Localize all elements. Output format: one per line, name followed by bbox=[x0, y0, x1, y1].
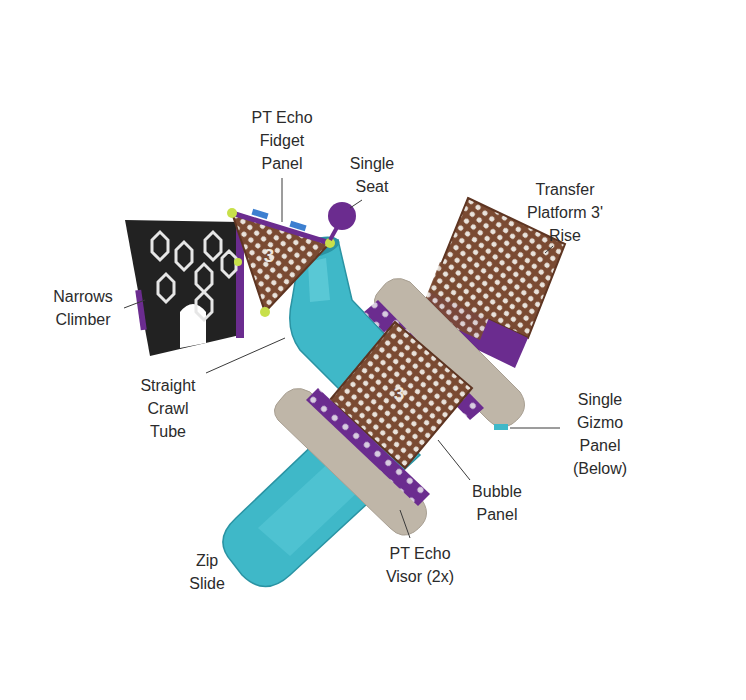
part-label: PT Echo Visor (2x) bbox=[378, 542, 462, 588]
part-label: Single Seat bbox=[341, 152, 403, 198]
part-label: Single Gizmo Panel (Below) bbox=[564, 388, 636, 480]
part-label: Narrows Climber bbox=[44, 285, 122, 331]
part-label: Zip Slide bbox=[183, 549, 231, 595]
part-label: Bubble Panel bbox=[466, 480, 528, 526]
part-label: PT Echo Fidget Panel bbox=[244, 106, 320, 175]
callout-number: 3 bbox=[259, 246, 279, 266]
part-label: Transfer Platform 3' Rise bbox=[524, 178, 606, 247]
part-label: Straight Crawl Tube bbox=[131, 374, 205, 443]
callout-number: 3 bbox=[389, 384, 409, 404]
